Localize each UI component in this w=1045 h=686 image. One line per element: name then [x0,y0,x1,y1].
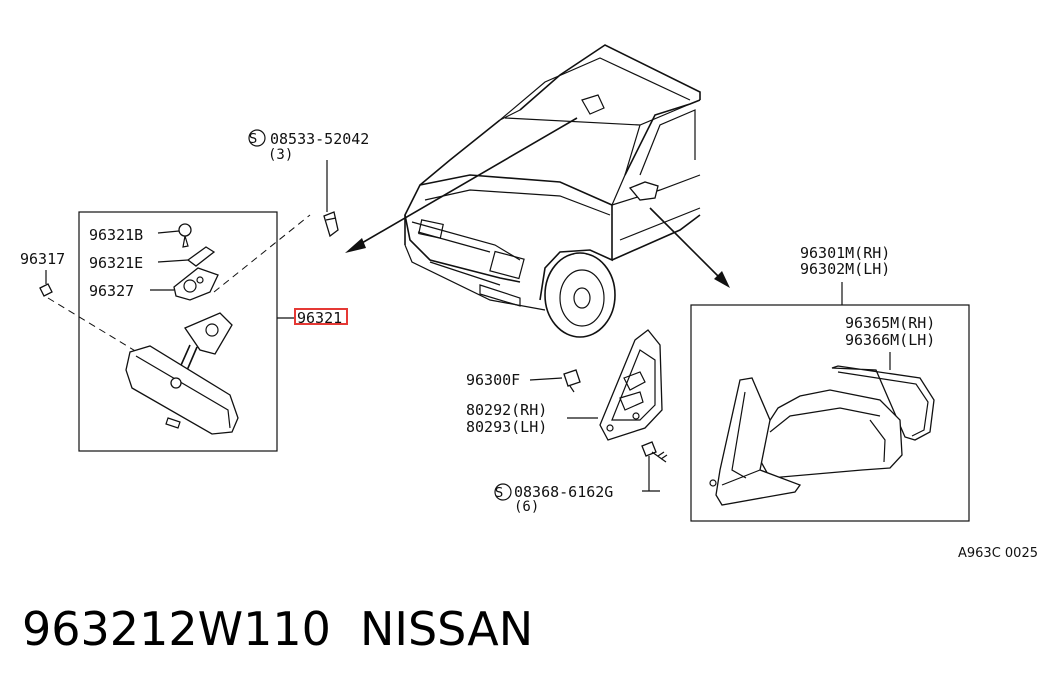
label-96321e: 96321E [89,254,143,272]
label-96366m: 96366M(LH) [845,331,935,349]
label-96321: 96321 [297,309,342,327]
label-96301m: 96301M(RH) [800,244,890,262]
highlight-box-96321 [294,308,348,325]
label-96365m: 96365M(RH) [845,314,935,332]
inner-mirror-group [39,211,311,452]
door-mirror-group [690,282,970,522]
door-mirror-box [690,304,970,522]
label-08368-6162g: 08368-6162G [514,483,613,501]
part-number-title: 963212W110 [22,602,331,656]
label-screw-qty: (6) [514,499,539,515]
inner-mirror-box [78,211,278,452]
s-mark-1: S [249,132,257,147]
label-80292: 80292(RH) [466,401,547,419]
bolt-08533 [248,129,339,238]
brand-title: NISSAN [360,602,533,656]
label-80293: 80293(LH) [466,418,547,436]
label-bolt-qty: (3) [268,147,293,163]
label-96302m: 96302M(LH) [800,260,890,278]
label-96327: 96327 [89,282,134,300]
label-96321b: 96321B [89,226,143,244]
label-08533-52042: 08533-52042 [270,130,369,148]
s-mark-2: S [495,486,503,501]
vehicle-illustration [345,44,730,338]
label-96300f: 96300F [466,371,520,389]
corner-finisher-group [494,329,668,501]
diagram-reference-code: A963C 0025 [958,546,1038,561]
label-96317: 96317 [20,250,65,268]
